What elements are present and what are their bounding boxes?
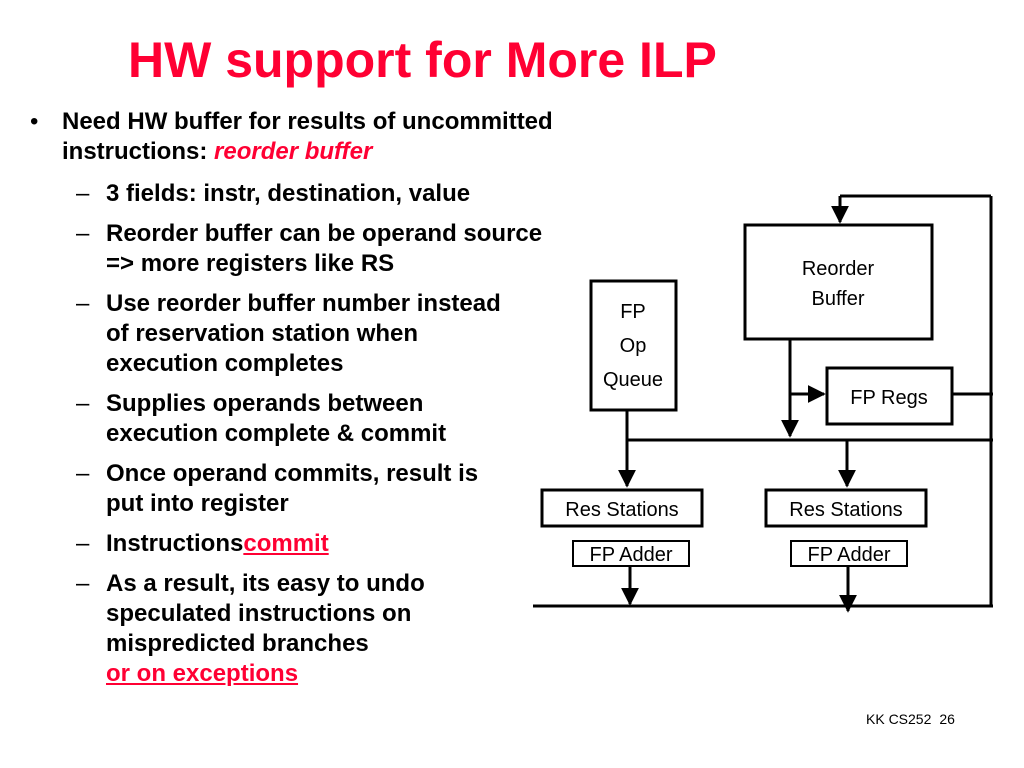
reorder-buffer-emphasis: reorder buffer — [214, 138, 373, 165]
fp-op-queue-label-1: FP — [620, 301, 646, 323]
main-bullet-text: Need HW buffer for results of uncommitte… — [62, 108, 553, 165]
fp-adder-left-label: FP Adder — [589, 544, 672, 566]
res-stations-right-label: Res Stations — [789, 499, 902, 521]
fp-op-queue-box — [589, 279, 678, 412]
sub-bullet-text: 3 fields: instr, destination, value — [106, 180, 471, 207]
sub-bullet-operand-source: – Reorder buffer can be operand source =… — [76, 219, 570, 279]
reorder-buffer-label-1: Reorder — [802, 258, 875, 280]
fp-op-queue-label-2: Op — [620, 335, 647, 357]
dash: – — [76, 290, 90, 317]
res-stations-right-box — [764, 488, 928, 528]
reorder-buffer-label-2: Buffer — [812, 288, 865, 310]
dash: – — [76, 390, 90, 417]
slide-footer: KK CS252 26 — [866, 711, 955, 727]
bullet-list: • Need HW buffer for results of uncommit… — [30, 107, 570, 689]
res-stations-left-box — [540, 488, 704, 528]
reorder-buffer-box — [743, 223, 934, 341]
sub-bullet-text: Once operand commits, result is put into… — [106, 460, 479, 517]
dash: – — [76, 570, 90, 597]
dash: – — [76, 220, 90, 247]
main-bullet: • Need HW buffer for results of uncommit… — [30, 107, 570, 167]
course-label: KK CS252 — [866, 711, 932, 727]
sub-bullet-supplies-operands: – Supplies operands between execution co… — [76, 389, 570, 449]
fp-adder-right-label: FP Adder — [807, 544, 890, 566]
sub-bullet-undo: – As a result, its easy to undo speculat… — [76, 569, 570, 689]
sub-bullet-fields: – 3 fields: instr, destination, value — [76, 179, 570, 209]
dash: – — [76, 460, 90, 487]
dash: – — [76, 530, 90, 557]
sub-bullet-text: As a result, its easy to undo speculated… — [106, 570, 425, 657]
sub-bullet-text: Reorder buffer can be operand source => … — [106, 220, 543, 277]
fp-adder-left-box — [572, 540, 690, 567]
fp-regs-box — [825, 366, 954, 426]
sub-bullet-text: Use reorder buffer number instead of res… — [106, 290, 501, 377]
sub-bullet-instructions-commit: – Instructionscommit — [76, 529, 570, 559]
fp-adder-right-box — [790, 540, 908, 567]
page-number: 26 — [939, 711, 955, 727]
fp-regs-label: FP Regs — [850, 387, 927, 409]
bullet-dot: • — [30, 108, 39, 135]
dash: – — [76, 180, 90, 207]
res-stations-left-label: Res Stations — [565, 499, 678, 521]
exceptions-highlight: or on exceptions — [106, 660, 299, 687]
sub-bullet-operand-commits: – Once operand commits, result is put in… — [76, 459, 570, 519]
slide-title: HW support for More ILP — [128, 32, 717, 88]
sub-bullet-rob-number: – Use reorder buffer number instead of r… — [76, 289, 570, 379]
sub-bullet-text: Instructions — [106, 530, 244, 557]
fp-op-queue-label-3: Queue — [603, 369, 663, 391]
sub-bullet-text: Supplies operands between execution comp… — [106, 390, 447, 447]
commit-highlight: commit — [243, 530, 329, 557]
